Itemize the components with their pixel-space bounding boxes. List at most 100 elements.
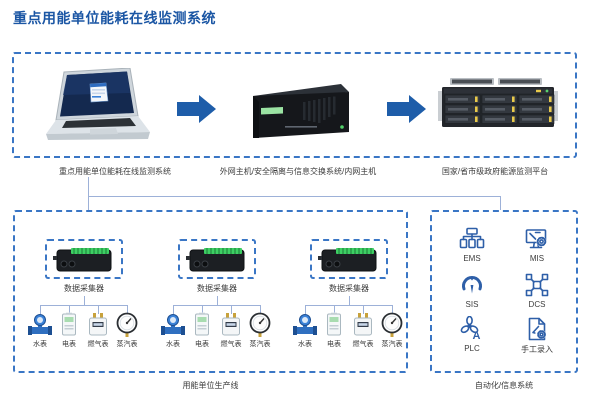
production-box-label: 用能单位生产线 [182, 381, 239, 390]
water-meter-icon [293, 314, 317, 335]
system-label: 手工录入 [521, 345, 553, 354]
data-collector-image [186, 248, 245, 272]
monitor-gear-icon [525, 229, 547, 249]
branch-drop [173, 305, 174, 314]
gas-meter-icon [89, 313, 107, 336]
isolation-server-image [245, 82, 355, 144]
system-plc: A PLC [442, 316, 502, 353]
meter-label: 水表 [33, 341, 47, 348]
branch-drop [363, 305, 364, 314]
branch-drop [40, 305, 41, 314]
water-meter: 水表 [26, 312, 54, 349]
gas-meter-icon [354, 313, 372, 336]
water-meter: 水表 [291, 312, 319, 349]
electric-meter-icon [62, 312, 76, 336]
page-title: 重点用能单位能耗在线监测系统 [13, 10, 216, 26]
laptop-label: 重点用能单位能耗在线监测系统 [59, 167, 171, 176]
sitemap-icon [459, 227, 485, 249]
steam-gauge-icon [249, 312, 271, 337]
collector-group: 数据采集器 水表 [28, 212, 140, 375]
branch-stub [84, 296, 85, 305]
data-collector-box [310, 239, 388, 279]
system-dcs: DCS [507, 272, 567, 309]
steam-meter: 蒸汽表 [113, 312, 141, 349]
system-label: DCS [528, 300, 546, 309]
gas-meter: 燃气表 [217, 312, 245, 349]
water-meter-icon [161, 314, 185, 335]
gas-meter: 燃气表 [349, 312, 377, 349]
meter-label: 水表 [166, 341, 180, 348]
branch-drop [392, 305, 393, 314]
system-label: MIS [529, 254, 545, 263]
branch-drop [260, 305, 261, 314]
meter-label: 水表 [298, 341, 312, 348]
branch-horizontal [173, 305, 261, 306]
branch-horizontal [40, 305, 128, 306]
svg-text:A: A [473, 330, 481, 342]
laptop-image [42, 68, 152, 146]
electric-meter-icon [195, 312, 209, 336]
system-sis: SIS [442, 272, 502, 309]
data-collector-box [45, 239, 123, 279]
collector-label: 数据采集器 [329, 284, 369, 293]
server-label: 外网主机/安全隔离与信息交换系统/内网主机 [219, 167, 377, 176]
electric-meter: 电表 [55, 312, 83, 349]
gauge-icon [462, 276, 482, 294]
fan-icon: A [460, 316, 481, 342]
gas-meter-icon [222, 313, 240, 336]
right-arrow-icon [387, 93, 427, 125]
data-collector-box [178, 239, 256, 279]
meter-label: 燃气表 [87, 341, 109, 348]
electric-meter: 电表 [320, 312, 348, 349]
meter-label: 蒸汽表 [249, 341, 271, 348]
branch-drop [69, 305, 70, 314]
water-meter: 水表 [159, 312, 187, 349]
connector-horizontal [88, 196, 500, 197]
water-meter-icon [28, 314, 52, 335]
branch-stub [349, 296, 350, 305]
collector-group: 数据采集器 水表 [293, 212, 405, 375]
system-label: EMS [463, 254, 481, 263]
branch-drop [127, 305, 128, 314]
system-mis: MIS [507, 226, 567, 263]
top-flow-box [12, 52, 577, 158]
branch-drop [98, 305, 99, 314]
collector-group: 数据采集器 水表 [161, 212, 273, 375]
steam-meter: 蒸汽表 [378, 312, 406, 349]
systems-box-label: 自动化/信息系统 [474, 381, 534, 390]
meter-label: 电表 [327, 341, 341, 348]
branch-horizontal [305, 305, 393, 306]
platform-label: 国家/省市级政府能源监测平台 [441, 167, 549, 176]
meter-label: 蒸汽表 [116, 341, 138, 348]
meter-label: 蒸汽表 [381, 341, 403, 348]
document-edit-icon [528, 317, 547, 341]
meter-label: 电表 [195, 341, 209, 348]
system-label: PLC [464, 344, 480, 353]
storage-array-image [438, 78, 558, 134]
right-arrow-icon [177, 93, 217, 125]
branch-drop [202, 305, 203, 314]
system-ems: EMS [442, 226, 502, 263]
network-nodes-icon [525, 273, 549, 297]
systems-box: EMS MIS SIS [430, 210, 578, 373]
connector-vertical-right [500, 196, 501, 210]
connector-vertical-left [88, 177, 89, 210]
steam-meter: 蒸汽表 [246, 312, 274, 349]
data-collector-image [318, 248, 377, 272]
branch-drop [231, 305, 232, 314]
branch-drop [334, 305, 335, 314]
branch-drop [305, 305, 306, 314]
meter-label: 燃气表 [220, 341, 242, 348]
electric-meter-icon [327, 312, 341, 336]
meter-label: 电表 [62, 341, 76, 348]
steam-gauge-icon [116, 312, 138, 337]
collector-label: 数据采集器 [64, 284, 104, 293]
meter-label: 燃气表 [352, 341, 374, 348]
data-collector-image [53, 248, 112, 272]
system-label: SIS [465, 300, 479, 309]
branch-stub [217, 296, 218, 305]
collector-label: 数据采集器 [197, 284, 237, 293]
steam-gauge-icon [381, 312, 403, 337]
gas-meter: 燃气表 [84, 312, 112, 349]
